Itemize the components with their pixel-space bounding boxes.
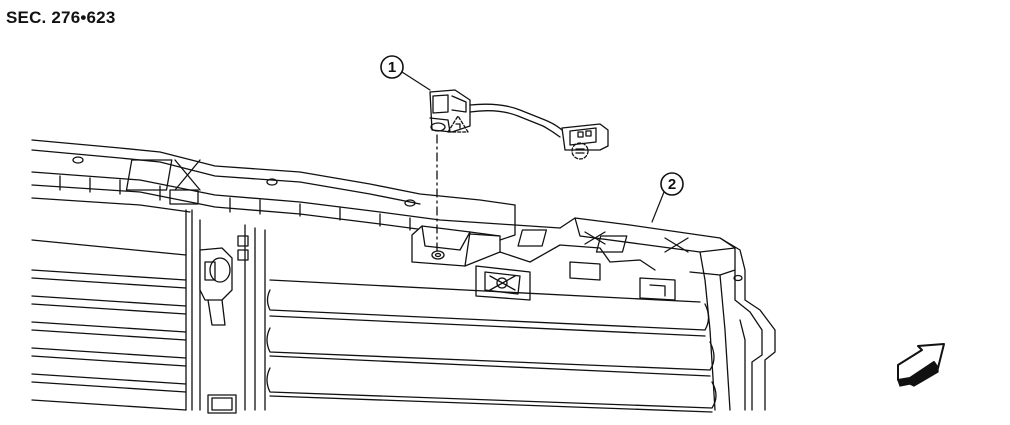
front-direction-arrow-icon: [897, 343, 945, 387]
callout-1-text: 1: [388, 59, 396, 76]
callout-2: 2: [651, 172, 684, 223]
left-louvers: [31, 239, 187, 411]
connector-lock-icon: [571, 142, 589, 160]
right-bracket: [475, 217, 736, 301]
section-label: SEC. 276•623: [6, 8, 116, 27]
callout-2-text: 2: [668, 176, 676, 193]
sensor-part-1: [429, 89, 609, 151]
left-upright: [185, 209, 266, 414]
right-louvers: [266, 279, 717, 413]
upper-frame: [31, 139, 561, 241]
callout-1: 1: [380, 55, 431, 91]
right-side-frame: [699, 237, 776, 411]
sensor-mount-tab: [411, 225, 501, 267]
clip-icon: [447, 115, 469, 133]
